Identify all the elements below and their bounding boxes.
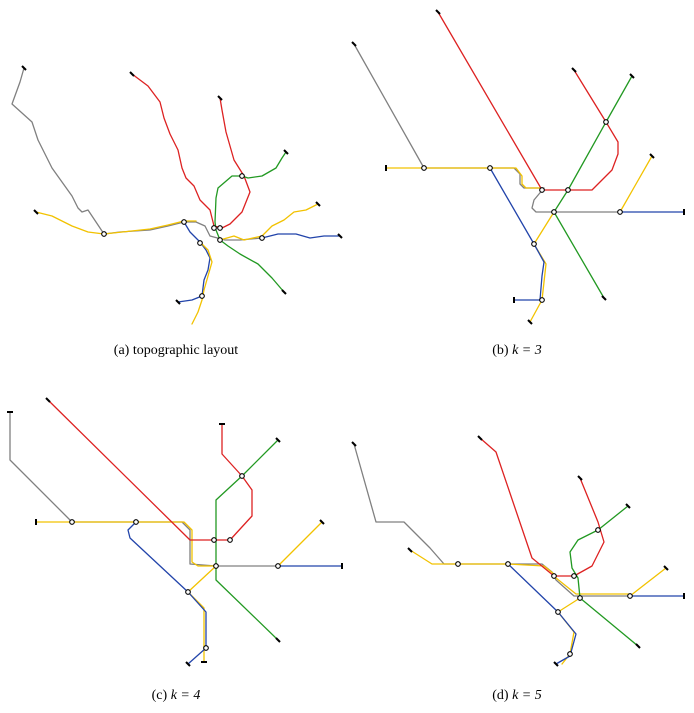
yellow-line-west — [385, 167, 541, 189]
red-line — [479, 437, 605, 577]
terminal-marks — [7, 397, 343, 667]
caption-a-text: topographic layout — [132, 343, 239, 358]
caption-b-prefix: (b) — [492, 343, 509, 358]
blue-line — [127, 521, 343, 665]
caption-c: (c) k = 4 — [152, 688, 201, 704]
terminal-marks — [351, 9, 685, 325]
yellow-line-east — [187, 521, 323, 663]
yellow-line-south — [191, 241, 213, 325]
caption-b: (b) k = 3 — [492, 343, 542, 359]
stations — [69, 473, 281, 651]
red-line — [437, 11, 619, 191]
blue-line — [507, 563, 685, 665]
panel-b-map — [351, 9, 685, 325]
panel-d-map — [351, 435, 685, 667]
yellow-line-west — [35, 211, 197, 235]
green-line — [214, 151, 287, 293]
terminal-marks — [351, 435, 685, 667]
red-line — [131, 73, 251, 229]
gray-line — [11, 67, 263, 241]
blue-line — [489, 167, 685, 301]
blue-line — [177, 221, 341, 303]
yellow-line-west — [409, 549, 631, 595]
caption-d-prefix: (d) — [492, 688, 509, 703]
green-line — [215, 439, 279, 641]
yellow-line-east — [529, 155, 653, 323]
caption-a: (a) topographic layout — [114, 343, 238, 359]
caption-c-math: k = 4 — [170, 688, 201, 703]
yellow-line-east — [219, 203, 319, 241]
caption-c-prefix: (c) — [151, 688, 168, 703]
panel-a-map — [11, 65, 343, 325]
yellow-line-west — [35, 521, 217, 567]
stations — [455, 527, 633, 657]
gray-line — [9, 411, 279, 567]
caption-b-math: k = 3 — [512, 343, 542, 358]
caption-d: (d) k = 5 — [492, 688, 542, 704]
stations — [421, 119, 623, 303]
red-line — [47, 399, 253, 541]
green-line — [553, 75, 633, 299]
caption-a-prefix: (a) — [113, 343, 130, 358]
terminal-marks — [21, 65, 343, 305]
gray-line — [353, 43, 621, 213]
caption-d-math: k = 5 — [512, 688, 542, 703]
green-line — [569, 505, 639, 647]
yellow-line-east — [557, 567, 667, 665]
panel-c-map — [7, 397, 343, 667]
stations — [101, 173, 265, 299]
gray-line — [353, 443, 631, 597]
